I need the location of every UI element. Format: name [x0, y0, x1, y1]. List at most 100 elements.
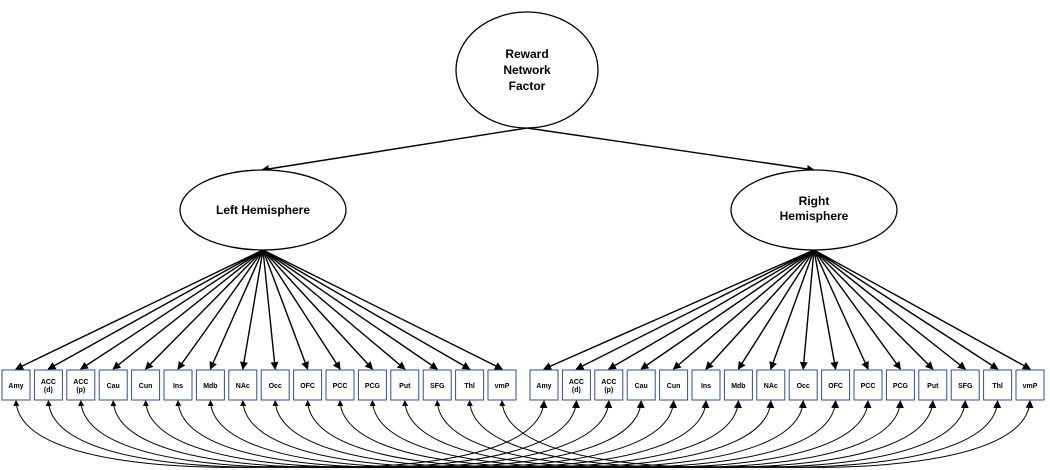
right-region-label: Ins — [701, 383, 711, 390]
right-region-label: Occ — [797, 383, 810, 390]
left-region-mdb: Mdb — [195, 369, 225, 401]
left-region-label: PCG — [365, 383, 381, 390]
right-region-label: Cau — [635, 383, 648, 390]
left-region-label: Occ — [269, 383, 282, 390]
left-region-box — [487, 369, 517, 401]
right-region-ofc: OFC — [821, 369, 851, 401]
correlation-arc — [499, 400, 1034, 468]
right-region-box — [691, 369, 721, 401]
right-region-label: Mdb — [731, 383, 745, 390]
left-hemisphere-loading-arrow — [261, 127, 528, 173]
right-region-box — [594, 369, 624, 401]
correlation-arc — [434, 400, 969, 468]
left-loading-arrow — [112, 249, 264, 370]
right-region-thl: Thl — [983, 369, 1013, 401]
right-loading-arrow — [543, 249, 815, 370]
right-region-label: Put — [927, 383, 939, 390]
left-region-label: Ins — [173, 383, 183, 390]
left-region-label: Put — [399, 383, 411, 390]
left-region-box — [163, 369, 193, 401]
right-region-put: Put — [918, 369, 948, 401]
right-region-acc-d: ACC(d) — [561, 369, 591, 401]
right-region-label: PCG — [893, 383, 909, 390]
left-loading-arrow — [144, 249, 264, 370]
left-loading-arrow — [262, 249, 471, 370]
left-region-label: ACC — [41, 379, 56, 386]
right-loading-arrow — [799, 249, 815, 370]
left-loading-arrow — [262, 249, 279, 370]
left-region-label: Cau — [107, 383, 120, 390]
right-region-label: Cun — [667, 383, 681, 390]
right-region-box — [885, 369, 915, 401]
left-region-box — [455, 369, 485, 401]
left-region-sfg: SFG — [422, 369, 452, 401]
right-loading-arrow — [672, 249, 815, 370]
right-region-label: (p) — [604, 387, 613, 394]
right-region-label: ACC — [601, 379, 616, 386]
left-loading-arrow — [262, 249, 406, 370]
left-region-label: ACC — [73, 379, 88, 386]
left-loading-arrow — [47, 249, 264, 370]
left-hemisphere-node: Left Hemisphere — [179, 169, 347, 251]
right-region-box — [983, 369, 1013, 401]
right-region-sfg: SFG — [950, 369, 980, 401]
left-region-label: (p) — [76, 387, 85, 394]
left-region-ins: Ins — [163, 369, 193, 401]
left-region-label: NAc — [236, 383, 250, 390]
right-loading-arrow — [813, 249, 934, 370]
right-region-label: OFC — [828, 383, 843, 390]
right-region-box — [626, 369, 656, 401]
right-loading-arrow — [813, 249, 839, 370]
left-region-box — [390, 369, 420, 401]
right-hemisphere-label-line2: Hemisphere — [780, 209, 849, 223]
left-region-acc-p: ACC(p) — [66, 369, 96, 401]
left-region-label: vmP — [495, 383, 510, 390]
right-region-pcg: PCG — [885, 369, 915, 401]
right-region-label: vmP — [1023, 383, 1038, 390]
reward-network-factor-label-line2: Network — [503, 63, 551, 77]
right-region-box — [918, 369, 948, 401]
right-loading-arrow — [640, 249, 815, 370]
correlation-arc — [466, 400, 1002, 468]
left-loading-arrow — [262, 249, 374, 370]
right-region-box — [561, 369, 591, 401]
left-loading-arrow — [262, 249, 439, 370]
right-region-label: (d) — [572, 387, 581, 394]
right-region-box — [788, 369, 818, 401]
right-region-label: Amy — [536, 383, 551, 390]
left-region-box — [293, 369, 323, 401]
left-region-cau: Cau — [98, 369, 128, 401]
right-region-label: PCC — [861, 383, 876, 390]
right-loading-arrow — [813, 249, 999, 370]
right-region-label: Thl — [992, 383, 1003, 390]
left-region-label: Amy — [8, 383, 23, 390]
left-loading-arrow — [262, 249, 503, 370]
right-loading-arrow — [813, 249, 869, 370]
right-region-acc-p: ACC(p) — [594, 369, 624, 401]
left-region-label: PCC — [333, 383, 348, 390]
left-loading-arrow — [240, 249, 264, 370]
right-region-label: SFG — [958, 383, 973, 390]
right-region-label: NAc — [764, 383, 778, 390]
correlation-arc — [272, 400, 807, 468]
left-region-label: Cun — [139, 383, 153, 390]
right-region-box — [821, 369, 851, 401]
left-loading-arrow — [177, 249, 264, 370]
left-region-label: SFG — [430, 383, 445, 390]
correlation-arc — [240, 400, 775, 468]
right-region-box — [756, 369, 786, 401]
left-region-amy: Amy — [1, 369, 31, 401]
left-region-box — [195, 369, 225, 401]
left-region-box — [98, 369, 128, 401]
correlation-arc — [175, 400, 710, 468]
right-region-box — [529, 369, 559, 401]
right-hemisphere-ellipse — [730, 169, 898, 251]
left-region-label: Mdb — [203, 383, 217, 390]
left-region-box — [357, 369, 387, 401]
right-region-occ: Occ — [788, 369, 818, 401]
left-loading-arrow — [15, 249, 264, 370]
right-region-nac: NAc — [756, 369, 786, 401]
left-loading-arrow — [262, 249, 341, 370]
